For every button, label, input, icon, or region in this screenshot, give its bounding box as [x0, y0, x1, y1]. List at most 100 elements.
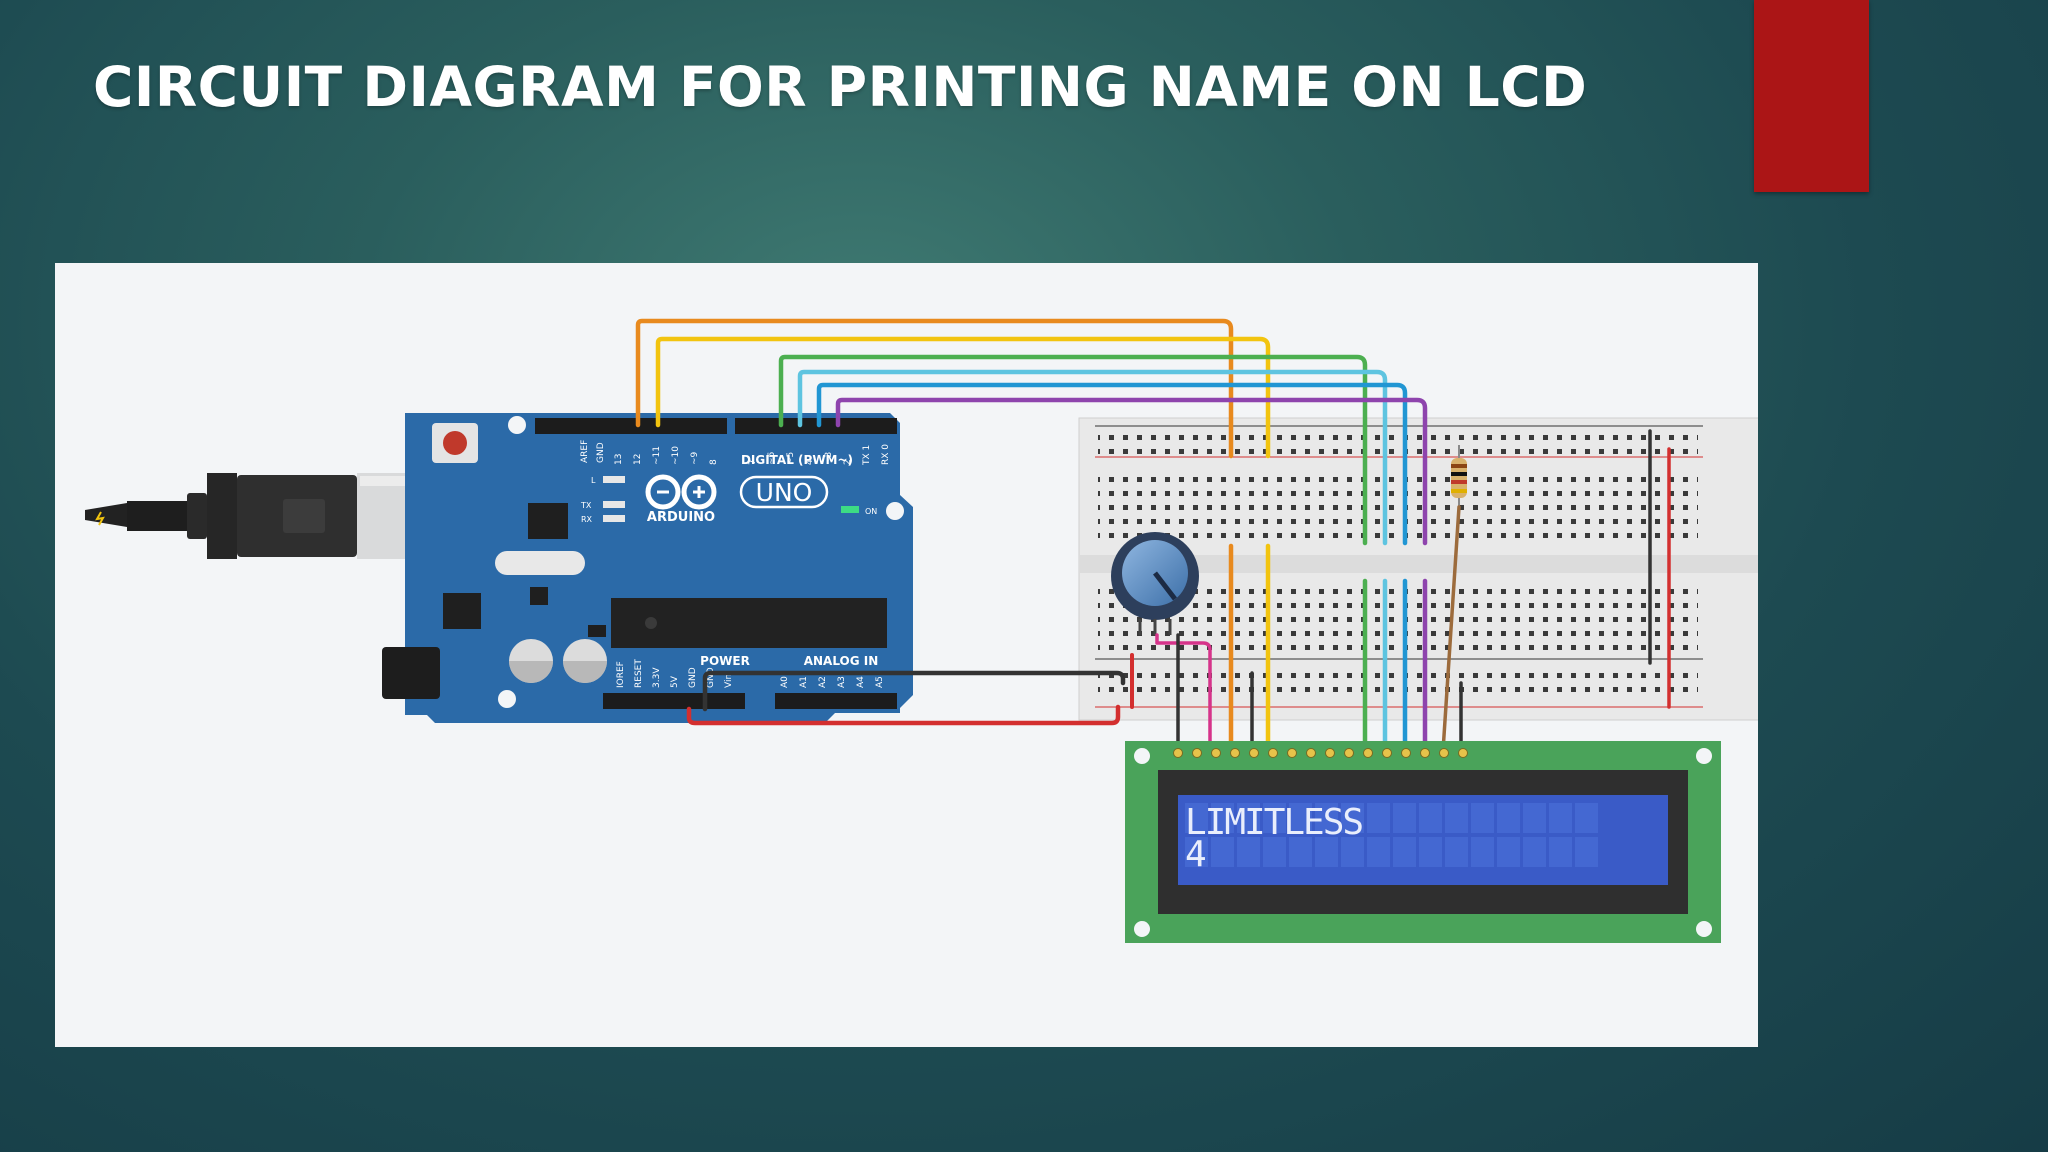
lcd-cell [1367, 803, 1390, 833]
digital-pin-label: ~9 [690, 451, 700, 465]
lcd-cell [1419, 837, 1442, 867]
digital-pin-label: ~11 [652, 446, 662, 465]
lcd-pin [1325, 748, 1335, 758]
lcd-pin [1344, 748, 1354, 758]
digital-pin-label: 8 [709, 459, 719, 465]
brown-wire [1441, 505, 1461, 753]
lcd-cell [1393, 837, 1416, 867]
power-pin-label: GND [706, 667, 716, 688]
lcd-pin [1439, 748, 1449, 758]
power-pin-label: RESET [634, 659, 644, 688]
power-pin-label: IOREF [616, 661, 626, 688]
circuit-diagram-svg: UNO ARDUINO DIGITAL (PWM~) POWER ANALOG … [85, 318, 1758, 943]
digital-pin-label: 2 [843, 459, 853, 465]
analog-header-label: ANALOG IN [804, 654, 879, 668]
purple-wire [835, 397, 1428, 546]
lcd-cell [1289, 803, 1312, 833]
lcd-pin [1363, 748, 1373, 758]
lcd-line-1: LIMITLESS [1185, 802, 1362, 843]
lcd-cell [1185, 803, 1208, 833]
analog-pin-label: A0 [780, 676, 790, 688]
slide-title: CIRCUIT DIAGRAM FOR PRINTING NAME ON LCD [93, 55, 1588, 119]
lcd-cell [1471, 837, 1494, 867]
wires [635, 318, 1671, 754]
lcd-cell [1445, 803, 1468, 833]
digital-pin-label: ~3 [824, 452, 834, 465]
arduino-model-label: UNO [756, 478, 813, 507]
arduino-brand-label: ARDUINO [647, 510, 715, 525]
lcd-pin [1211, 748, 1221, 758]
lcd-pin [1458, 748, 1468, 758]
lcd-cell [1315, 837, 1338, 867]
analog-pin-label: A4 [856, 676, 866, 688]
aref-pin-label: AREF [580, 440, 590, 463]
lcd-pin [1287, 748, 1297, 758]
on-led-label: ON [865, 507, 877, 516]
power-pin-label: 3.3V [652, 667, 662, 688]
digital-pin-label: 7 [748, 459, 758, 465]
analog-pin-label: A2 [818, 676, 828, 688]
digital-pin-label: RX 0 [881, 444, 891, 465]
lcd-cell [1211, 837, 1234, 867]
lcd-cell [1497, 803, 1520, 833]
digital-pin-label: ~5 [786, 452, 796, 465]
lcd-cell [1341, 837, 1364, 867]
analog-pin-label: A5 [875, 676, 885, 688]
usb-cable [85, 473, 452, 559]
rx-led-label: RX [581, 515, 593, 524]
digital-pin-label: 12 [633, 454, 643, 465]
lcd-cell [1393, 803, 1416, 833]
lcd-cell [1549, 803, 1572, 833]
power-pin-label: Vin [724, 674, 734, 688]
resistor [1451, 445, 1467, 507]
lcd-pin [1230, 748, 1240, 758]
l-led-label: L [591, 476, 596, 485]
lcd-cell [1471, 803, 1494, 833]
lcd-module: LIMITLESS 4 [1125, 741, 1721, 943]
arduino-logo-icon [645, 474, 717, 510]
red-wire [686, 704, 1121, 726]
potentiometer [1111, 532, 1199, 635]
lcd-cell [1523, 803, 1546, 833]
lcd-cell [1315, 803, 1338, 833]
pink-wire [1155, 633, 1212, 753]
orange-wire [635, 318, 1234, 459]
digital-header-label: DIGITAL (PWM~) [741, 453, 853, 467]
lcd-cell [1445, 837, 1468, 867]
lcd-pin [1401, 748, 1411, 758]
breadboard [1078, 417, 1758, 721]
digital-pin-label: 13 [614, 454, 624, 465]
accent-bar [1754, 0, 1869, 192]
lcd-cell [1185, 837, 1208, 867]
lcd-cell [1523, 837, 1546, 867]
lcd-character-cells [1185, 803, 1598, 867]
lcd-pin [1382, 748, 1392, 758]
lcd-cell [1289, 837, 1312, 867]
power-header-label: POWER [700, 654, 750, 668]
lcd-pin [1249, 748, 1259, 758]
lcd-cell [1419, 803, 1442, 833]
lcd-cell [1575, 837, 1598, 867]
lcd-cell [1341, 803, 1364, 833]
power-pin-label: GND [688, 667, 698, 688]
lcd-cell [1575, 803, 1598, 833]
lcd-cell [1237, 803, 1260, 833]
green-wire [778, 354, 1368, 546]
digital-pin-label: 4 [805, 459, 815, 465]
blue-wire [816, 382, 1408, 546]
lcd-cell [1263, 803, 1286, 833]
lcd-cell [1549, 837, 1572, 867]
lcd-cell [1211, 803, 1234, 833]
lcd-cell [1497, 837, 1520, 867]
digital-pin-label: ~6 [767, 451, 777, 465]
black-wire [702, 670, 1126, 712]
lcd-cell [1237, 837, 1260, 867]
digital-pin-label: ~10 [671, 446, 681, 465]
lcd-cell [1263, 837, 1286, 867]
analog-pin-label: A3 [837, 676, 847, 688]
yellow-wire [655, 336, 1271, 459]
tx-led-label: TX [580, 501, 592, 510]
